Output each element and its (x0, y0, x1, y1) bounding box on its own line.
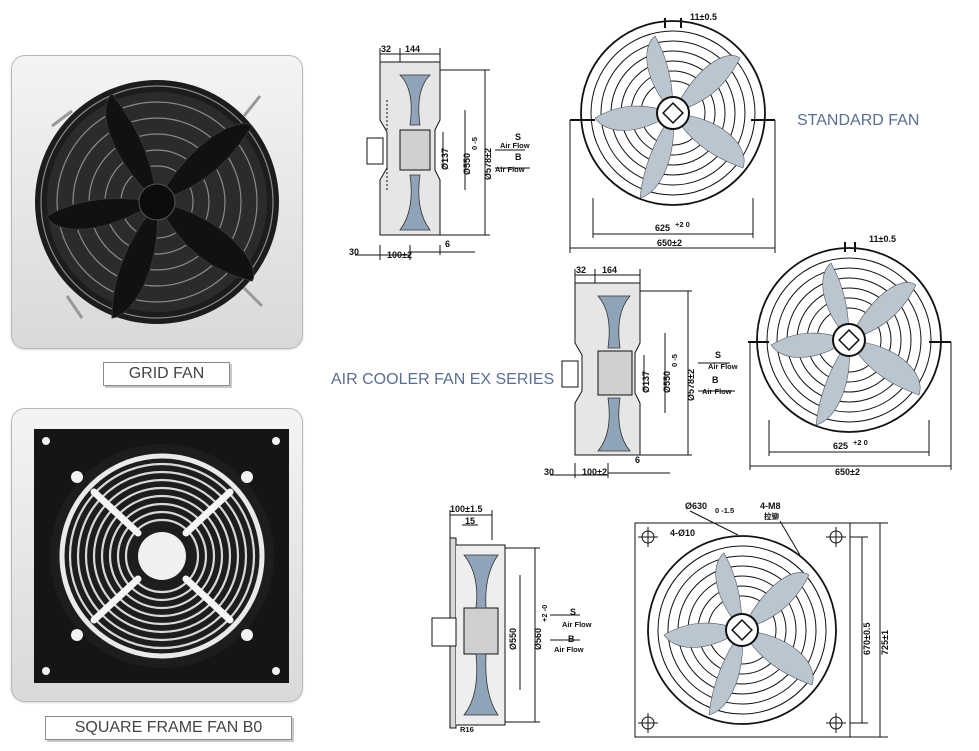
front3-dim-670: 670±0.5 (862, 623, 872, 655)
dim2-d550: Ø550 (662, 371, 672, 393)
side-view-drawing-1: 32 144 30 100±2 6 Ø137 Ø550 0 -5 Ø578±2 … (349, 44, 530, 260)
flow2-b: B (712, 375, 719, 385)
dim3-r16: R16 (460, 725, 474, 734)
grid-fan-photo-card (11, 55, 303, 349)
front1-dim-625-tol: +2 0 (675, 220, 690, 229)
square-frame-fan-photo-card (11, 408, 303, 702)
dim2-d550-tol: 0 -5 (670, 354, 679, 367)
dim2-164: 164 (602, 265, 617, 275)
front-view-drawing-2: 11±0.5 625 +2 0 650±2 (748, 234, 952, 477)
flow2-b-sub: Air Flow (702, 387, 732, 396)
front2-dim-625-tol: +2 0 (853, 438, 868, 447)
front1-top-dim: 11±0.5 (690, 12, 717, 22)
side-view-drawing-2: 32 164 30 100±2 6 Ø137 Ø550 0 -5 Ø578±2 … (544, 265, 738, 478)
dim-d578: Ø578±2 (483, 148, 493, 180)
dim-100: 100±2 (387, 250, 412, 260)
flow-b-sub: Air Flow (495, 165, 525, 174)
front2-dim-625: 625 (833, 441, 848, 451)
front3-d630: Ø630 (685, 501, 707, 511)
flow-s-sub: Air Flow (500, 141, 530, 150)
front1-dim-650: 650±2 (657, 238, 682, 248)
side-view-drawing-3: 100±1.5 15 Ø550 Ø560 +2 -0 R16 S Air Flo… (431, 504, 592, 734)
dim-d550: Ø550 (462, 153, 472, 175)
front1-dim-625: 625 (655, 223, 670, 233)
front3-rivets-sub: 拉铆 (764, 511, 779, 521)
dim-144: 144 (405, 44, 420, 54)
dim-d137: Ø137 (440, 148, 450, 170)
front-view-drawing-3: Ø630 0 -1.5 4-Ø10 4-M8 拉铆 670±0.5 725±1 (634, 501, 890, 738)
dim3-d550: Ø550 (508, 628, 518, 650)
dim-6: 6 (445, 239, 450, 249)
dim2-32: 32 (576, 265, 586, 275)
front2-dim-650: 650±2 (835, 467, 860, 477)
grid-fan-image (35, 80, 279, 324)
flow2-s-sub: Air Flow (708, 362, 738, 371)
dim3-d560: Ø560 (533, 628, 543, 650)
front3-rivets: 4-M8 (760, 501, 781, 511)
dim2-d578: Ø578±2 (686, 369, 696, 401)
standard-fan-label: STANDARD FAN (797, 112, 920, 129)
flow3-b-sub: Air Flow (554, 645, 584, 654)
square-frame-fan-image (34, 429, 289, 683)
square-frame-fan-caption: SQUARE FRAME FAN B0 (45, 716, 292, 740)
dim2-100: 100±2 (582, 467, 607, 477)
dim3-100: 100±1.5 (450, 504, 482, 514)
front3-dim-725: 725±1 (880, 630, 890, 655)
front2-top-dim: 11±0.5 (869, 234, 896, 244)
air-cooler-series-label: AIR COOLER FAN EX SERIES (331, 371, 555, 388)
front3-d630-tol: 0 -1.5 (715, 506, 734, 515)
flow-s: S (515, 132, 521, 142)
front3-holes: 4-Ø10 (670, 528, 695, 538)
dim3-d560-tol: +2 -0 (540, 605, 549, 622)
flow3-s-sub: Air Flow (562, 620, 592, 629)
dim3-15: 15 (465, 516, 475, 526)
flow-b: B (515, 152, 522, 162)
dim2-6: 6 (635, 455, 640, 465)
dim-30: 30 (349, 247, 359, 257)
grid-fan-caption: GRID FAN (103, 362, 230, 386)
flow2-s: S (715, 350, 721, 360)
front-view-drawing-1: 11±0.5 625 +2 0 650±2 (569, 12, 776, 253)
dim-32: 32 (381, 44, 391, 54)
dim-d550-tol: 0 -5 (470, 137, 479, 150)
dim2-d137: Ø137 (641, 371, 651, 393)
flow3-b: B (568, 634, 575, 644)
dim2-30: 30 (544, 467, 554, 477)
flow3-s: S (570, 607, 576, 617)
